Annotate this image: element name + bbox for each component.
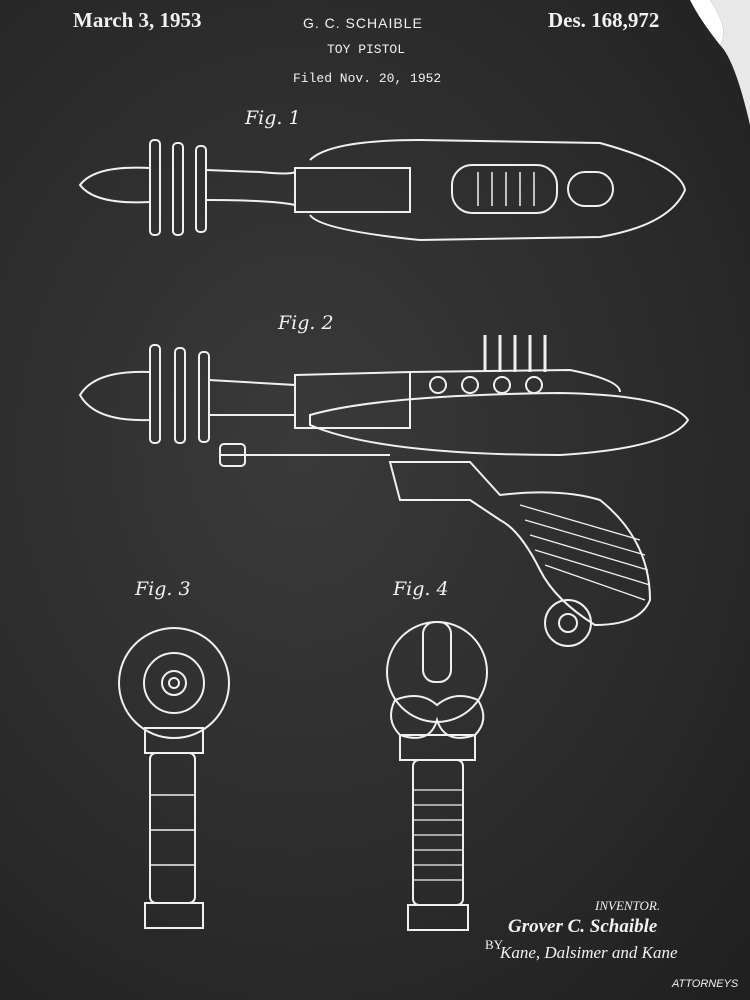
fig2-label: Fig. 2 [278, 312, 334, 334]
inventor-header: G. C. SCHAIBLE [303, 15, 423, 31]
attorneys-signature: Kane, Dalsimer and Kane [500, 943, 678, 962]
page-curl [690, 0, 750, 125]
fig1-label: Fig. 1 [245, 107, 301, 129]
patent-title: TOY PISTOL [327, 42, 406, 57]
by-label: BY [485, 937, 504, 952]
attorneys-label: ATTORNEYS [672, 978, 739, 990]
fig1-drawing [78, 138, 687, 242]
fig2-drawing [78, 335, 690, 647]
inventor-signature: Grover C. Schaible [508, 916, 658, 937]
inventor-label: INVENTOR. [595, 898, 661, 913]
patent-date: March 3, 1953 [73, 8, 202, 32]
fig3-drawing [118, 627, 230, 929]
fig3-label: Fig. 3 [135, 578, 191, 600]
fig4-drawing [386, 621, 488, 931]
filed-date: Filed Nov. 20, 1952 [293, 71, 442, 86]
patent-number: Des. 168,972 [548, 8, 660, 32]
fig4-label: Fig. 4 [393, 578, 449, 600]
